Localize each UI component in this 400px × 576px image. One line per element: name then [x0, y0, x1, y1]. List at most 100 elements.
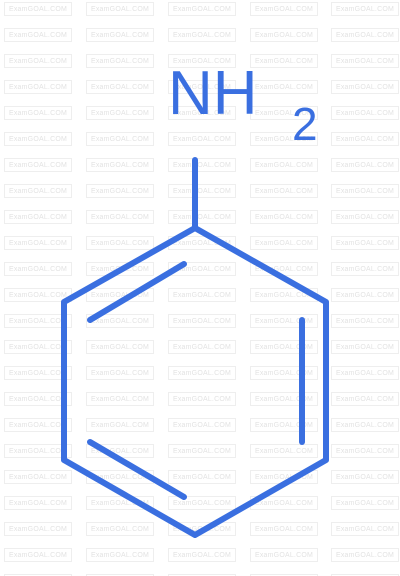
watermark-tile: ExamGOAL.COM [86, 366, 154, 380]
watermark-tile: ExamGOAL.COM [250, 444, 318, 458]
watermark-tile: ExamGOAL.COM [4, 548, 72, 562]
watermark-tile: ExamGOAL.COM [4, 496, 72, 510]
watermark-tile: ExamGOAL.COM [168, 548, 236, 562]
watermark-tile: ExamGOAL.COM [168, 496, 236, 510]
watermark-tile: ExamGOAL.COM [168, 2, 236, 16]
watermark-tile: ExamGOAL.COM [4, 132, 72, 146]
watermark-tile: ExamGOAL.COM [250, 418, 318, 432]
amine-subscript-text: 2 [292, 98, 318, 150]
watermark-tile: ExamGOAL.COM [86, 574, 154, 576]
watermark-tile: ExamGOAL.COM [250, 106, 318, 120]
watermark-tile: ExamGOAL.COM [250, 236, 318, 250]
watermark-tile: ExamGOAL.COM [86, 314, 154, 328]
watermark-tile: ExamGOAL.COM [168, 470, 236, 484]
watermark-tile: ExamGOAL.COM [331, 54, 399, 68]
watermark-tile: ExamGOAL.COM [168, 80, 236, 94]
watermark-tile: ExamGOAL.COM [331, 28, 399, 42]
watermark-tile: ExamGOAL.COM [86, 80, 154, 94]
watermark-tile: ExamGOAL.COM [4, 444, 72, 458]
watermark-tile: ExamGOAL.COM [331, 262, 399, 276]
watermark-tile: ExamGOAL.COM [168, 106, 236, 120]
watermark-tile: ExamGOAL.COM [331, 288, 399, 302]
watermark-tile: ExamGOAL.COM [331, 106, 399, 120]
watermark-tile: ExamGOAL.COM [86, 106, 154, 120]
watermark-tile: ExamGOAL.COM [331, 574, 399, 576]
watermark-tile: ExamGOAL.COM [86, 210, 154, 224]
watermark-tile: ExamGOAL.COM [250, 392, 318, 406]
watermark-tile: ExamGOAL.COM [331, 470, 399, 484]
watermark-tile: ExamGOAL.COM [86, 340, 154, 354]
watermark-tile: ExamGOAL.COM [4, 210, 72, 224]
watermark-tile: ExamGOAL.COM [86, 236, 154, 250]
watermark-tile: ExamGOAL.COM [4, 366, 72, 380]
watermark-tile: ExamGOAL.COM [250, 158, 318, 172]
watermark-tile: ExamGOAL.COM [250, 184, 318, 198]
watermark-tile: ExamGOAL.COM [331, 2, 399, 16]
watermark-tile: ExamGOAL.COM [168, 340, 236, 354]
watermark-tile: ExamGOAL.COM [168, 28, 236, 42]
watermark-tile: ExamGOAL.COM [331, 132, 399, 146]
watermark-tile: ExamGOAL.COM [331, 236, 399, 250]
watermark-tile: ExamGOAL.COM [250, 2, 318, 16]
watermark-tile: ExamGOAL.COM [4, 340, 72, 354]
amine-nh-text: NH [168, 59, 258, 128]
watermark-tile: ExamGOAL.COM [168, 366, 236, 380]
watermark-tile: ExamGOAL.COM [331, 340, 399, 354]
watermark-tile: ExamGOAL.COM [168, 444, 236, 458]
watermark-tile: ExamGOAL.COM [4, 314, 72, 328]
watermark-tile: ExamGOAL.COM [331, 392, 399, 406]
watermark-tile: ExamGOAL.COM [4, 470, 72, 484]
watermark-tile: ExamGOAL.COM [168, 54, 236, 68]
ring-double-bond-upper-left [87, 261, 187, 323]
watermark-tile: ExamGOAL.COM [250, 28, 318, 42]
watermark-tile: ExamGOAL.COM [250, 132, 318, 146]
watermark-tile: ExamGOAL.COM [331, 158, 399, 172]
watermark-tile: ExamGOAL.COM [86, 418, 154, 432]
watermark-tile: ExamGOAL.COM [168, 132, 236, 146]
watermark-tile: ExamGOAL.COM [86, 184, 154, 198]
watermark-tile: ExamGOAL.COM [86, 158, 154, 172]
watermark-tile: ExamGOAL.COM [331, 314, 399, 328]
watermark-tile: ExamGOAL.COM [250, 210, 318, 224]
watermark-tile: ExamGOAL.COM [331, 418, 399, 432]
watermark-tile: ExamGOAL.COM [331, 210, 399, 224]
watermark-tile: ExamGOAL.COM [86, 392, 154, 406]
watermark-tile: ExamGOAL.COM [4, 522, 72, 536]
watermark-tile: ExamGOAL.COM [168, 184, 236, 198]
watermark-tile: ExamGOAL.COM [250, 54, 318, 68]
watermark-tile: ExamGOAL.COM [250, 574, 318, 576]
watermark-tile: ExamGOAL.COM [250, 522, 318, 536]
watermark-tile: ExamGOAL.COM [168, 392, 236, 406]
watermark-tile: ExamGOAL.COM [86, 132, 154, 146]
watermark-tile: ExamGOAL.COM [168, 314, 236, 328]
watermark-tile: ExamGOAL.COM [331, 444, 399, 458]
watermark-tile: ExamGOAL.COM [250, 366, 318, 380]
ring-double-bond-lower-left [87, 439, 187, 500]
watermark-tile: ExamGOAL.COM [168, 288, 236, 302]
watermark-tile: ExamGOAL.COM [86, 522, 154, 536]
watermark-tile: ExamGOAL.COM [4, 236, 72, 250]
watermark-tile: ExamGOAL.COM [4, 106, 72, 120]
watermark-tile: ExamGOAL.COM [86, 54, 154, 68]
watermark-tile: ExamGOAL.COM [86, 496, 154, 510]
watermark-tile: ExamGOAL.COM [4, 392, 72, 406]
watermark-tile: ExamGOAL.COM [4, 574, 72, 576]
watermark-tile: ExamGOAL.COM [250, 314, 318, 328]
watermark-tile: ExamGOAL.COM [168, 418, 236, 432]
watermark-tile: ExamGOAL.COM [4, 28, 72, 42]
watermark-tile: ExamGOAL.COM [331, 522, 399, 536]
watermark-tile: ExamGOAL.COM [250, 80, 318, 94]
watermark-tile: ExamGOAL.COM [4, 184, 72, 198]
watermark-tile: ExamGOAL.COM [86, 548, 154, 562]
watermark-tile: ExamGOAL.COM [168, 210, 236, 224]
watermark-tile: ExamGOAL.COM [4, 418, 72, 432]
watermark-tile: ExamGOAL.COM [168, 158, 236, 172]
watermark-tile: ExamGOAL.COM [331, 496, 399, 510]
watermark-tile: ExamGOAL.COM [4, 158, 72, 172]
watermark-tile: ExamGOAL.COM [86, 2, 154, 16]
watermark-tile: ExamGOAL.COM [4, 262, 72, 276]
benzene-ring [61, 225, 329, 538]
watermark-tile: ExamGOAL.COM [331, 548, 399, 562]
